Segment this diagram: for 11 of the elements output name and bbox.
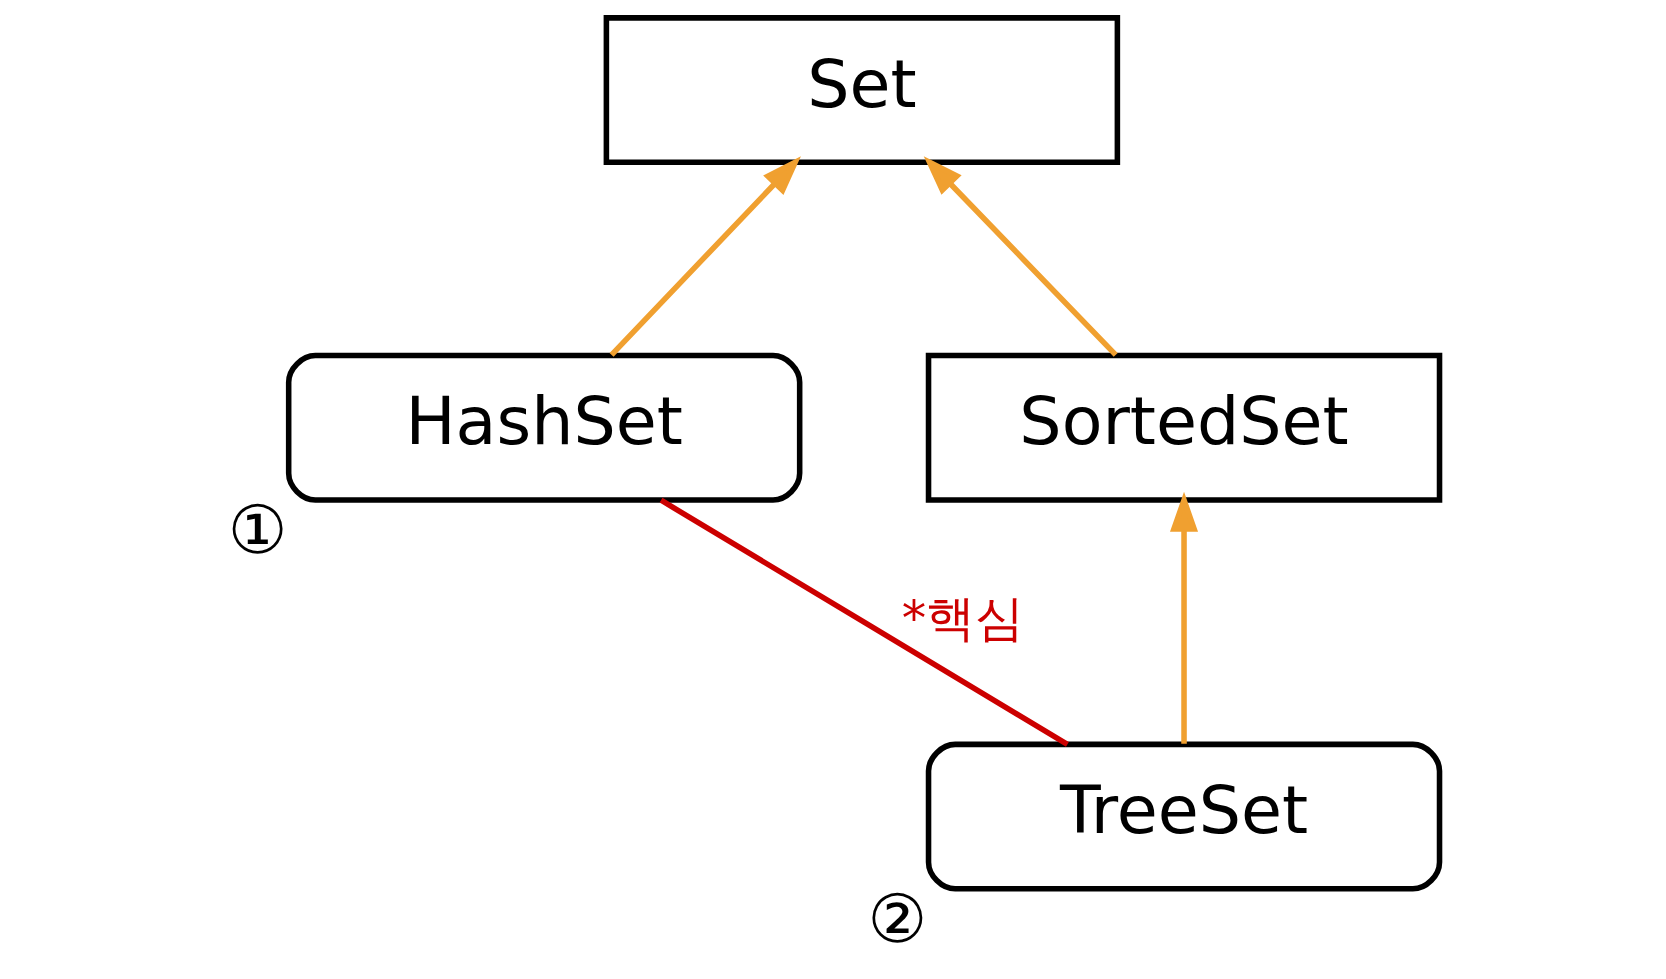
edge-label: *핵심 <box>901 589 1025 647</box>
node-box: Set <box>603 14 1121 165</box>
arrow <box>1170 491 1199 744</box>
connector <box>659 497 1069 747</box>
arrow <box>609 155 801 357</box>
node-box: SortedSet <box>925 352 1443 503</box>
node-box: TreeSet <box>925 741 1443 892</box>
node-label: ① <box>227 490 288 569</box>
arrow <box>923 155 1118 357</box>
node-box: HashSet <box>285 352 803 503</box>
node-label: ② <box>867 879 928 958</box>
